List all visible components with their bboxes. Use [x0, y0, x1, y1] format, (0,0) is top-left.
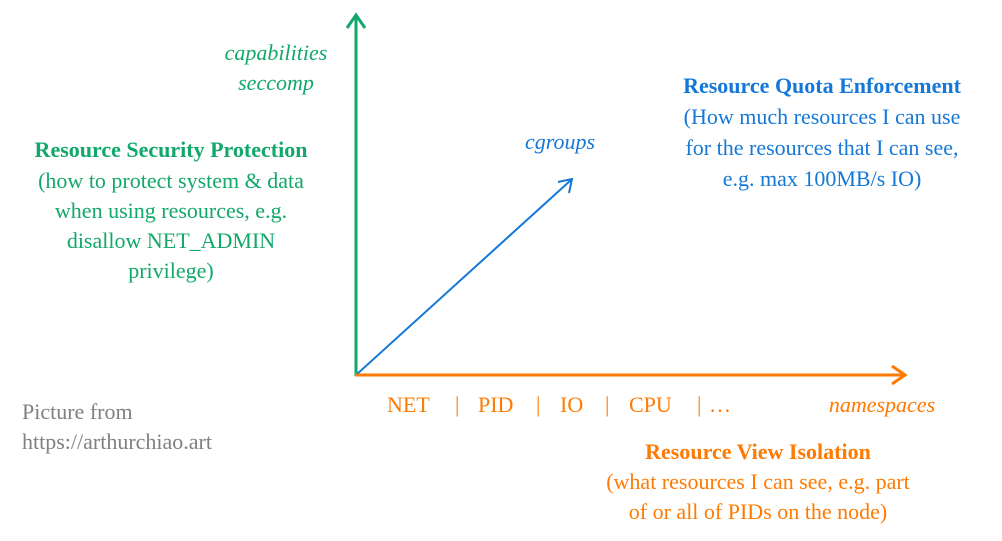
isolation-axis-arrowhead — [891, 364, 908, 386]
cgroups-label: cgroups — [524, 129, 596, 154]
quota-desc-line: for the resources that I can see, — [685, 135, 959, 160]
security-title: Resource Security Protection — [34, 137, 308, 162]
isolation-desc-line: (what resources I can see, e.g. part — [606, 469, 910, 494]
security-desc-line: disallow NET_ADMIN — [66, 228, 276, 253]
isolation-desc-line: of or all of PIDs on the node) — [628, 499, 888, 524]
namespace-pid: PID — [478, 392, 514, 417]
namespace-cpu: CPU — [629, 392, 672, 417]
separator: | — [536, 392, 541, 417]
security-desc-line: privilege) — [128, 258, 214, 283]
seccomp-label: seccomp — [238, 70, 314, 95]
namespace-more: … — [709, 392, 731, 417]
security-axis-arrowhead — [345, 12, 367, 29]
separator: | — [697, 392, 702, 417]
credit-text: Picture from — [22, 399, 133, 424]
quota-title: Resource Quota Enforcement — [683, 73, 961, 98]
quota-axis — [355, 179, 572, 376]
separator: | — [455, 392, 460, 417]
quota-axis-arrowhead — [557, 177, 574, 194]
quota-desc-line: (How much resources I can use — [683, 104, 961, 129]
namespace-io: IO — [560, 392, 584, 417]
security-desc-line: when using resources, e.g. — [54, 198, 288, 223]
credit-url: https://arthurchiao.art — [22, 429, 212, 454]
isolation-title: Resource View Isolation — [645, 439, 871, 464]
namespace-net: NET — [387, 392, 430, 417]
namespaces-label: namespaces — [828, 392, 936, 417]
capabilities-label: capabilities — [224, 40, 328, 65]
quota-desc-line: e.g. max 100MB/s IO) — [722, 166, 922, 191]
separator: | — [605, 392, 610, 417]
security-desc-line: (how to protect system & data — [38, 168, 304, 193]
